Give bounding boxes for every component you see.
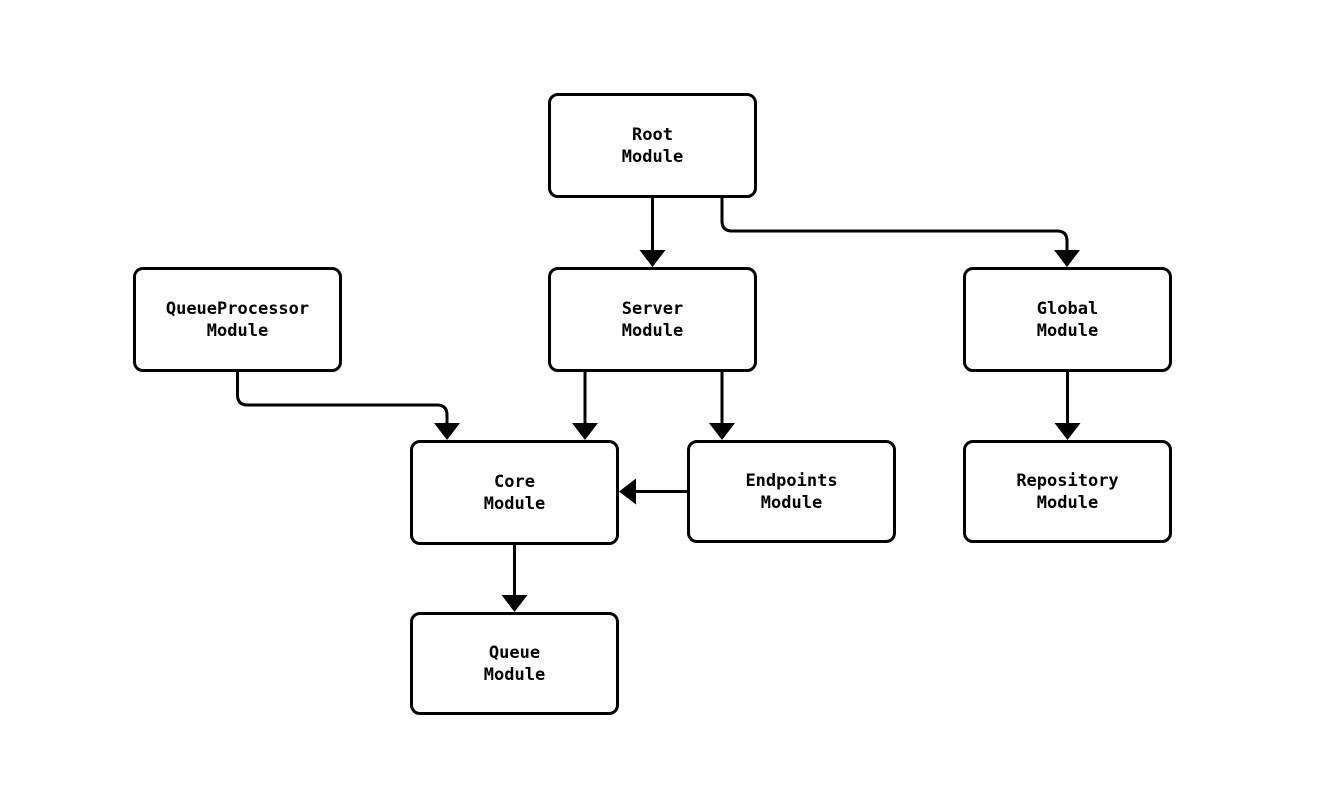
node-root-module: Root Module — [548, 93, 757, 198]
edge-root-to-global — [720, 198, 1080, 267]
node-label-line2: Module — [206, 320, 269, 341]
node-label-line2: Module — [760, 492, 823, 513]
edge-server-to-endpoints — [709, 372, 735, 440]
node-queue-module: Queue Module — [410, 612, 619, 715]
node-label-line2: Module — [621, 146, 684, 167]
node-label-line1: Root — [632, 124, 673, 145]
edge-queueprocessor-to-core — [236, 372, 460, 440]
node-label-line1: Queue — [488, 642, 541, 663]
edge-server-to-core — [572, 372, 598, 440]
node-endpoints-module: Endpoints Module — [687, 440, 896, 543]
node-label-line2: Module — [621, 320, 684, 341]
node-server-module: Server Module — [548, 267, 757, 372]
node-label-line1: Global — [1036, 298, 1099, 319]
node-core-module: Core Module — [410, 440, 619, 545]
node-label-line1: Core — [494, 471, 535, 492]
node-repository-module: Repository Module — [963, 440, 1172, 543]
node-label-line1: QueueProcessor — [165, 298, 310, 319]
node-label-line2: Module — [1036, 492, 1099, 513]
node-label-line2: Module — [483, 493, 546, 514]
node-label-line2: Module — [1036, 320, 1099, 341]
edge-root-to-server — [639, 198, 666, 267]
edge-global-to-repository — [1054, 372, 1081, 440]
edge-core-to-queue — [501, 544, 528, 612]
edge-endpoints-to-core — [619, 478, 687, 505]
node-global-module: Global Module — [963, 267, 1172, 372]
node-label-line1: Server — [621, 298, 684, 319]
node-label-line1: Endpoints — [745, 470, 838, 491]
node-queueprocessor-module: QueueProcessor Module — [133, 267, 342, 372]
node-label-line1: Repository — [1016, 470, 1119, 491]
node-label-line2: Module — [483, 664, 546, 685]
